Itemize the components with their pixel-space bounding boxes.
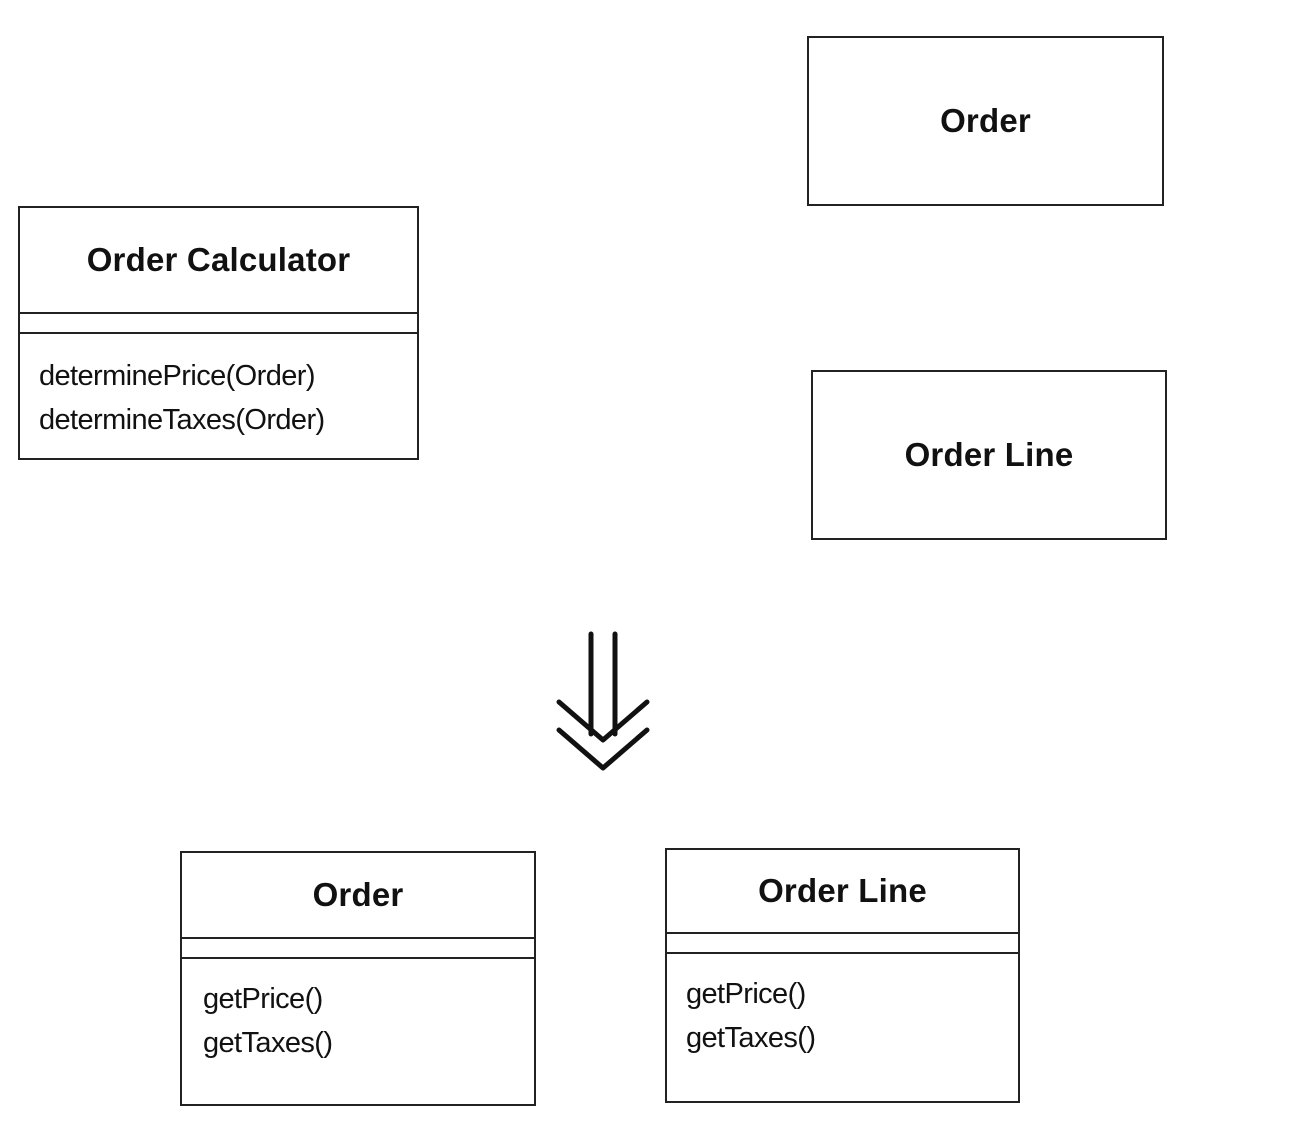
operation: getTaxes() [203,1027,333,1059]
transformation-arrow-icon [556,631,650,771]
order-line-class-before: Order Line [811,370,1167,540]
class-name: Order [940,102,1031,139]
attributes-compartment [20,312,417,334]
operation: determinePrice(Order) [39,360,315,392]
class-name: Order Line [758,872,927,909]
operation: getPrice() [686,978,806,1010]
order-calculator-class: Order Calculator determinePrice(Order) d… [18,206,419,460]
order-class-before: Order [807,36,1164,206]
class-name: Order [312,876,404,913]
operations-compartment: getPrice() getTaxes() [182,959,534,1065]
attributes-compartment [182,937,534,959]
attributes-compartment [667,932,1018,954]
operations-compartment: determinePrice(Order) determineTaxes(Ord… [20,334,417,442]
class-name: Order Line [904,436,1074,473]
order-line-class-after: Order Line getPrice() getTaxes() [665,848,1020,1103]
operation: getTaxes() [686,1022,816,1054]
order-class-after: Order getPrice() getTaxes() [180,851,536,1106]
operation: determineTaxes(Order) [39,404,325,436]
class-name: Order Calculator [86,241,351,278]
operations-compartment: getPrice() getTaxes() [667,954,1018,1060]
operation: getPrice() [203,983,323,1015]
